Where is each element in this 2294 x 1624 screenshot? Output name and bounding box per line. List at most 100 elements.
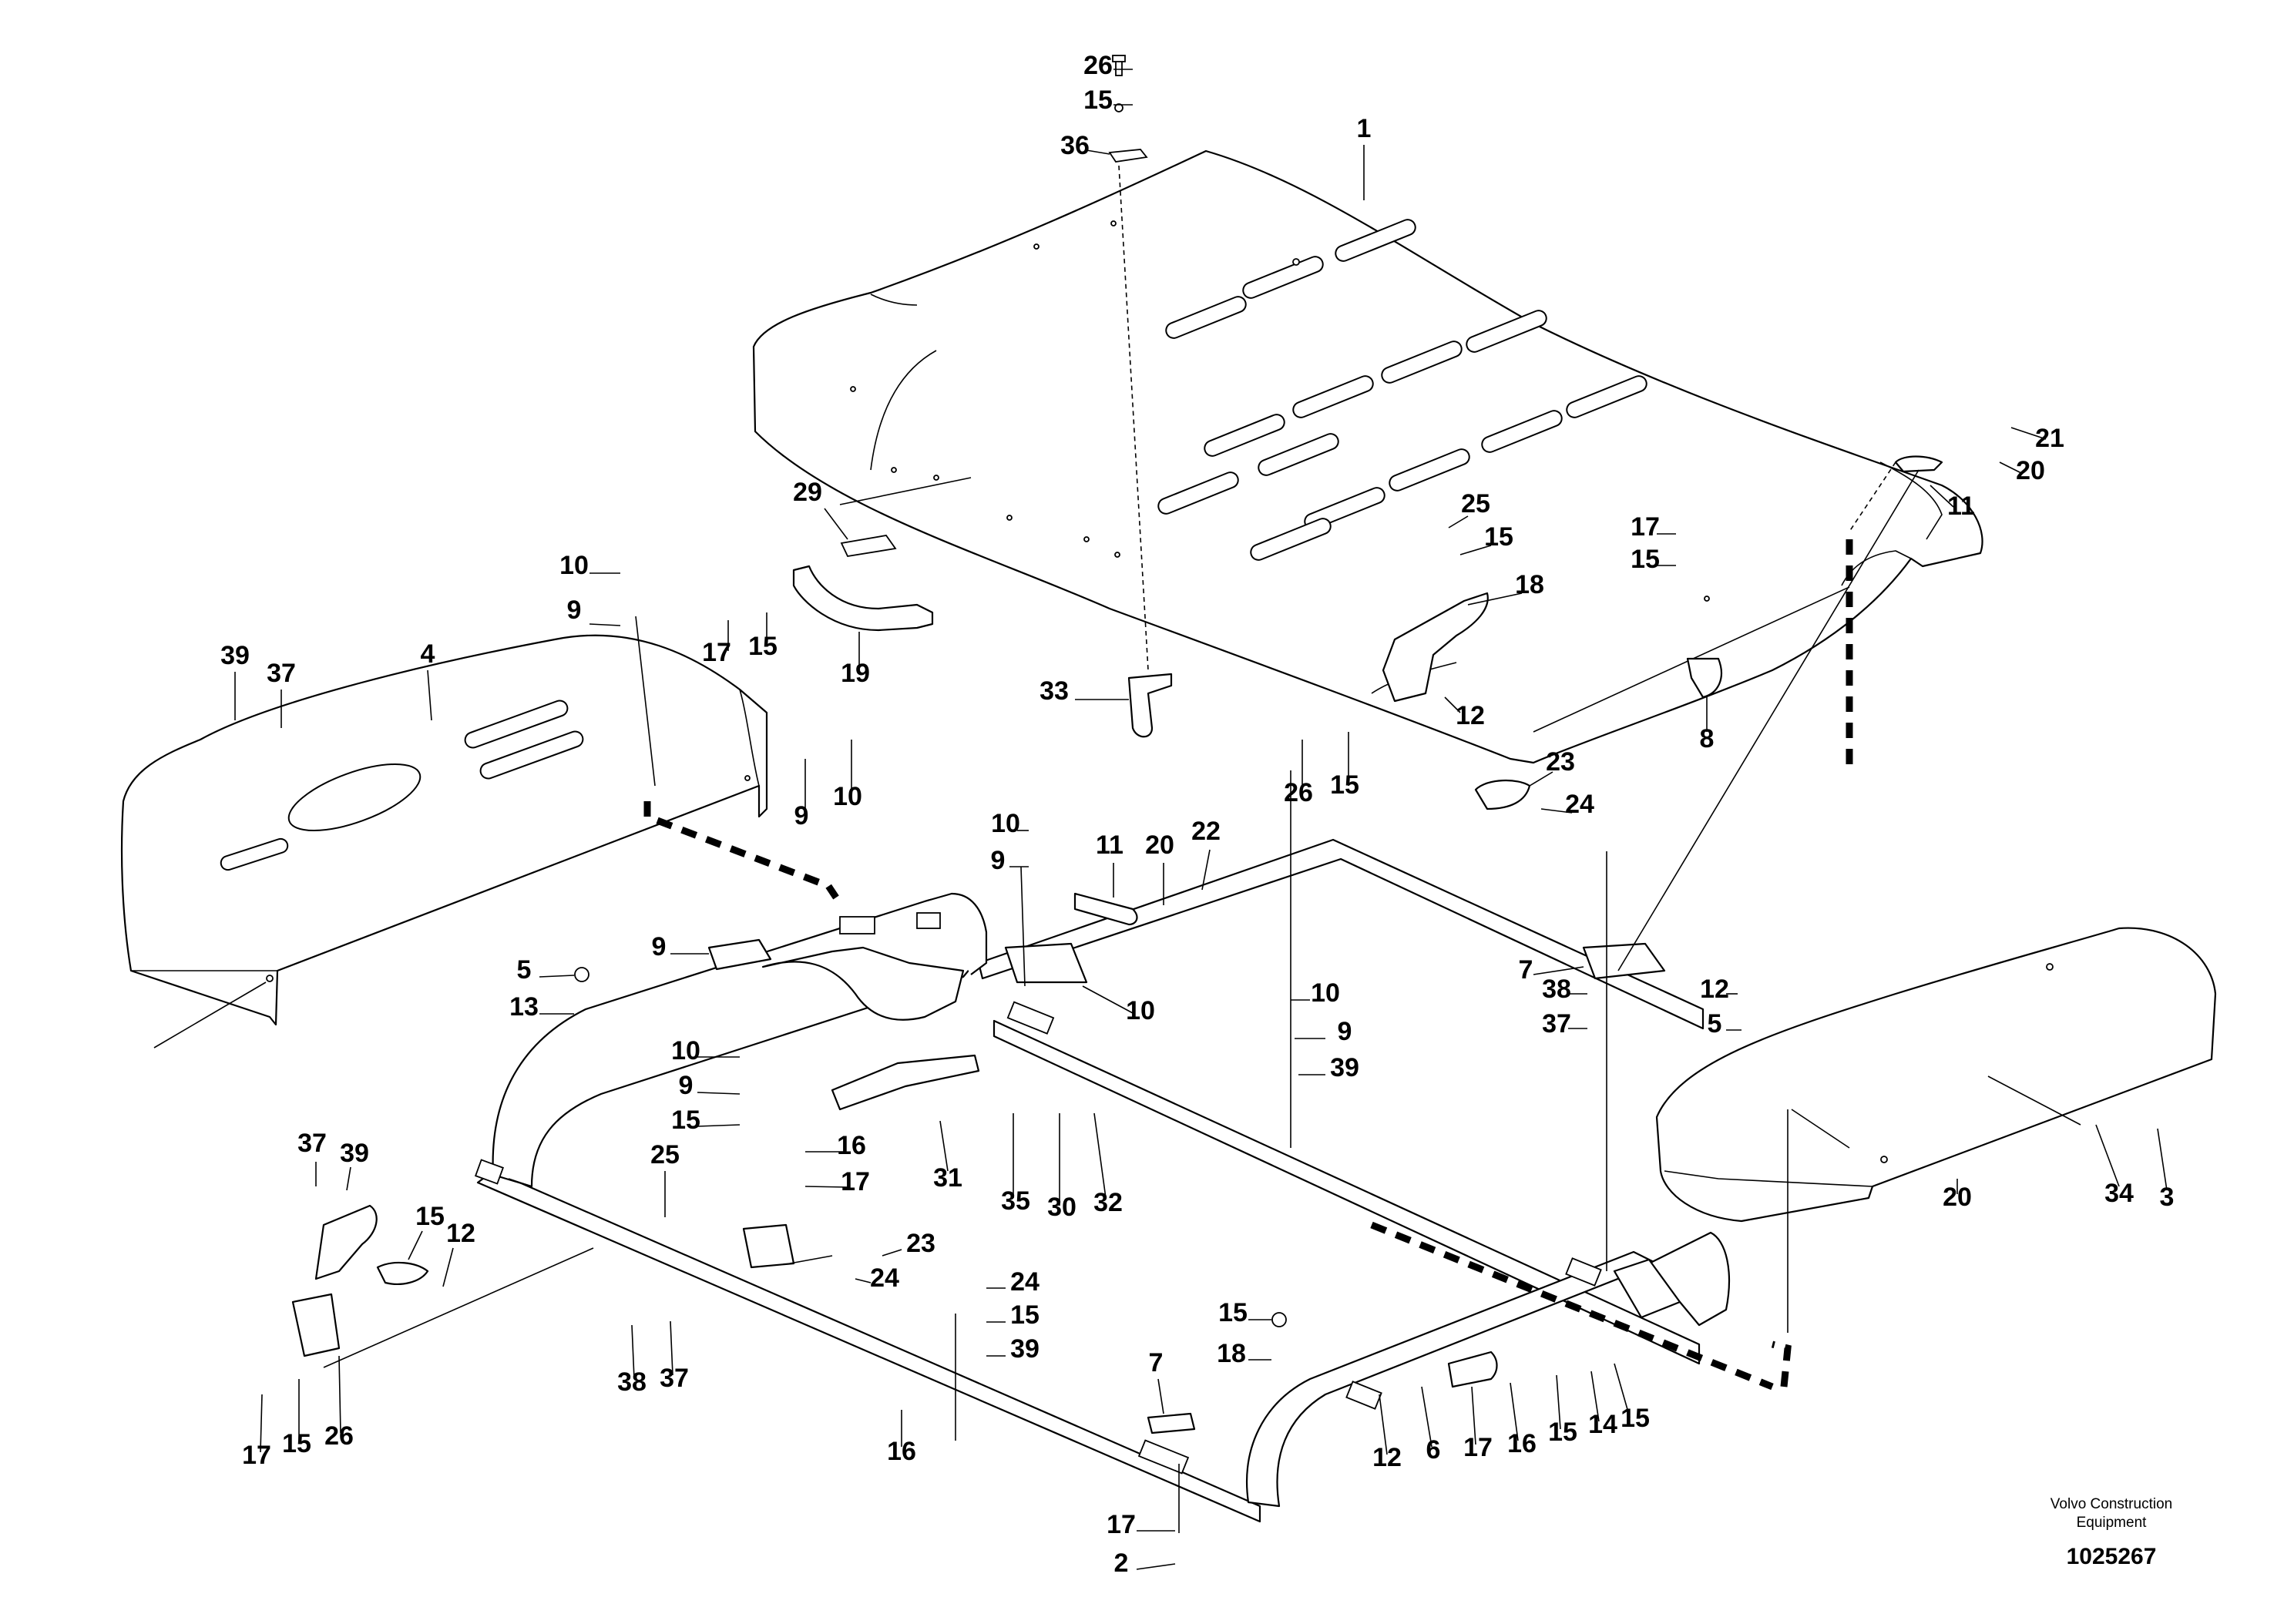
callout-label: 12 bbox=[446, 1219, 475, 1248]
callout-leader-line bbox=[260, 1394, 263, 1453]
callout-label: 29 bbox=[793, 478, 822, 507]
callout-label: 13 bbox=[509, 992, 539, 1022]
callout-label: 17 bbox=[841, 1167, 870, 1196]
callout-leader-line bbox=[1467, 592, 1523, 606]
callout-leader-line bbox=[697, 1124, 741, 1127]
callout-leader-line bbox=[670, 1320, 673, 1376]
callout-label: 3 bbox=[2160, 1183, 2175, 1212]
callout-label: 15 bbox=[1631, 545, 1660, 574]
callout-label: 9 bbox=[652, 932, 667, 961]
top-cover-holes bbox=[850, 220, 1710, 602]
callout-label: 16 bbox=[1507, 1429, 1537, 1458]
callout-label: 39 bbox=[220, 641, 250, 670]
callout-leader-line bbox=[1614, 1363, 1631, 1418]
callout-label: 7 bbox=[1519, 955, 1533, 985]
callout-leader-line bbox=[442, 1247, 454, 1287]
callout-label: 32 bbox=[1093, 1188, 1123, 1217]
callout-label: 39 bbox=[1010, 1334, 1040, 1364]
callout-leader-line bbox=[1533, 966, 1584, 975]
callout-leader-line bbox=[1556, 1374, 1561, 1430]
callout-label: 9 bbox=[794, 801, 809, 830]
callout-label: 20 bbox=[1943, 1183, 1972, 1212]
callout-leader-line bbox=[1930, 485, 1954, 508]
top-cover bbox=[752, 149, 1983, 764]
callout-label: 7 bbox=[1149, 1348, 1164, 1377]
callout-label: 12 bbox=[1456, 701, 1485, 730]
callout-label: 11 bbox=[1947, 492, 1975, 521]
callout-label: 30 bbox=[1047, 1193, 1076, 1222]
callout-label: 15 bbox=[1621, 1404, 1650, 1433]
callout-label: 17 bbox=[1463, 1433, 1493, 1462]
callout-leader-line bbox=[2095, 1124, 2120, 1187]
callout-label: 24 bbox=[1010, 1267, 1040, 1297]
callout-leader-line bbox=[631, 1324, 635, 1380]
callout-label: 39 bbox=[1330, 1053, 1359, 1082]
callout-leader-line bbox=[346, 1166, 351, 1191]
callout-leader-line bbox=[824, 508, 848, 540]
right-cover bbox=[1655, 927, 2217, 1223]
callout-leader-line bbox=[1421, 1386, 1432, 1448]
callout-leader-line bbox=[2157, 1128, 2168, 1191]
callout-label: 31 bbox=[933, 1163, 962, 1193]
callout-label: 37 bbox=[1542, 1009, 1571, 1038]
callout-label: 38 bbox=[1542, 975, 1571, 1004]
callout-label: 21 bbox=[2035, 424, 2064, 453]
footer: Volvo Construction Equipment 1025267 bbox=[2050, 1496, 2172, 1569]
callout-leader-line bbox=[1448, 515, 1469, 528]
callout-label: 6 bbox=[1426, 1435, 1441, 1465]
callout-label: 10 bbox=[1311, 978, 1340, 1008]
callout-label: 26 bbox=[1083, 51, 1113, 80]
callout-label: 37 bbox=[660, 1364, 689, 1393]
callout-leader-line bbox=[697, 1092, 741, 1095]
callout-label: 5 bbox=[517, 955, 532, 985]
callout-label: 17 bbox=[242, 1441, 271, 1470]
callout-label: 18 bbox=[1515, 570, 1544, 599]
callout-label: 24 bbox=[1565, 790, 1594, 819]
callout-label: 15 bbox=[282, 1429, 311, 1458]
callout-leader-line bbox=[1510, 1382, 1519, 1441]
callout-label: 15 bbox=[1010, 1300, 1040, 1330]
callout-label: 8 bbox=[1700, 724, 1715, 753]
callout-label: 5 bbox=[1708, 1009, 1722, 1038]
callout-leader-line bbox=[1459, 545, 1492, 555]
callout-label: 24 bbox=[870, 1263, 899, 1293]
callout-leader-line bbox=[1379, 1394, 1388, 1455]
callout-label: 15 bbox=[1330, 770, 1359, 800]
callout-label: 17 bbox=[1631, 512, 1660, 542]
callout-label: 10 bbox=[671, 1036, 700, 1065]
callout-label: 15 bbox=[671, 1106, 700, 1135]
drawing-number: 1025267 bbox=[2067, 1544, 2157, 1569]
callout-label: 19 bbox=[841, 659, 870, 688]
callout-leader-line bbox=[1086, 149, 1110, 155]
callout-label: 39 bbox=[340, 1139, 369, 1168]
callout-leader-line bbox=[804, 1186, 848, 1188]
brand-line-1: Volvo Construction bbox=[2050, 1496, 2172, 1512]
callout-leader-line bbox=[1444, 696, 1461, 713]
callout-label: 12 bbox=[1700, 975, 1729, 1004]
callout-label: 15 bbox=[1083, 86, 1113, 115]
callout-label: 10 bbox=[833, 782, 862, 811]
callout-label: 34 bbox=[2104, 1179, 2134, 1208]
callout-leader-line bbox=[882, 1249, 902, 1257]
callout-leader-line bbox=[1999, 461, 2024, 475]
callout-label: 9 bbox=[679, 1071, 694, 1100]
callout-leader-line bbox=[1201, 849, 1211, 891]
left-cover bbox=[120, 634, 768, 1026]
callout-label: 12 bbox=[1372, 1443, 1402, 1472]
main-frame bbox=[474, 838, 1731, 1523]
callout-label: 37 bbox=[297, 1129, 327, 1158]
callout-label: 23 bbox=[1546, 747, 1575, 777]
callout-label: 15 bbox=[748, 632, 778, 661]
callout-label: 4 bbox=[421, 639, 435, 669]
callout-leader-line bbox=[1471, 1386, 1476, 1445]
callout-label: 33 bbox=[1040, 676, 1069, 706]
callout-label: 15 bbox=[1548, 1418, 1577, 1447]
callout-label: 10 bbox=[559, 551, 589, 580]
callout-label: 11 bbox=[1096, 830, 1123, 860]
heavy-dashed-lines bbox=[643, 539, 1853, 1391]
callout-label: 26 bbox=[324, 1421, 354, 1451]
callout-leader-line bbox=[1157, 1378, 1164, 1414]
brand-line-2: Equipment bbox=[2077, 1515, 2148, 1531]
callout-label: 9 bbox=[991, 846, 1006, 875]
callout-label: 36 bbox=[1060, 131, 1090, 160]
